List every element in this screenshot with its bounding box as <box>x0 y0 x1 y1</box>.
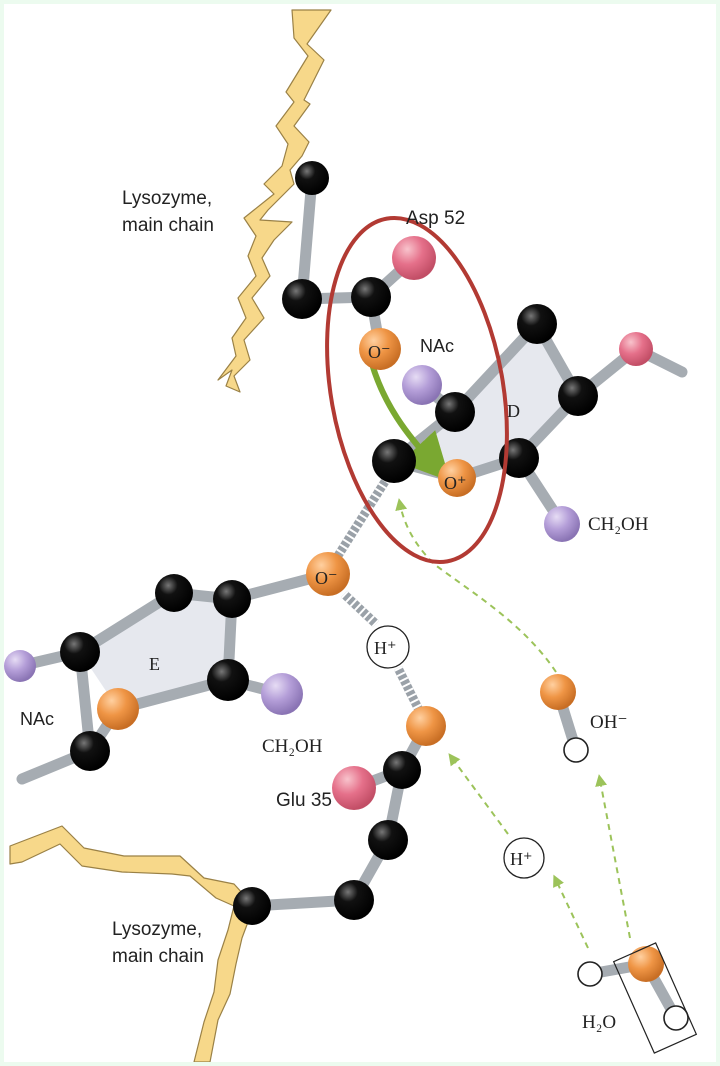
oxygen-atoms <box>97 328 664 982</box>
label-lysozyme-bottom-2: main chain <box>112 946 204 967</box>
label-ch2oh-d: CH₂OH <box>588 514 649 535</box>
label-lysozyme-bottom-1: Lysozyme, <box>112 919 202 940</box>
water-molecule-box <box>612 942 698 1054</box>
label-lysozyme-top-1: Lysozyme, <box>122 188 212 209</box>
label-h-plus-lower: H⁺ <box>510 849 533 869</box>
label-ring-e: E <box>149 654 160 674</box>
label-ch2oh-e: CH₂OH <box>262 736 323 757</box>
hydrogen-atoms <box>563 737 689 1031</box>
proton-circle-upper <box>366 625 410 669</box>
electron-push-arrow <box>369 363 451 482</box>
label-oh-minus: OH⁻ <box>590 712 627 733</box>
label-lysozyme-top-2: main chain <box>122 215 214 236</box>
label-glu35: Glu 35 <box>276 790 332 811</box>
label-o-minus-glycosidic: O⁻ <box>315 568 338 588</box>
substituent-atoms <box>4 365 580 715</box>
proton-circle-lower <box>503 837 545 879</box>
label-h-plus-upper: H⁺ <box>374 638 397 658</box>
label-nac-d: NAc <box>420 336 454 356</box>
hydrogen-bonds <box>330 477 425 715</box>
backbone-top <box>217 9 332 393</box>
label-h2o: H₂O <box>582 1012 616 1033</box>
backbone-bottom <box>9 825 255 1062</box>
ring-e-fill <box>80 593 232 709</box>
highlight-ellipse <box>325 215 509 565</box>
label-asp52: Asp 52 <box>406 208 465 229</box>
label-nac-e: NAc <box>20 709 54 729</box>
carbon-atoms <box>60 161 598 925</box>
label-o-plus: O⁺ <box>444 473 467 493</box>
label-ring-d: D <box>507 401 520 421</box>
label-o-minus-asp: O⁻ <box>368 342 391 362</box>
proton-transfer-arrows <box>395 498 631 949</box>
lysozyme-mechanism-diagram: Lysozyme, main chain Asp 52 NAc D O⁻ O⁺ … <box>4 4 716 1062</box>
hydroxyl-oxygen-atoms <box>332 236 653 810</box>
